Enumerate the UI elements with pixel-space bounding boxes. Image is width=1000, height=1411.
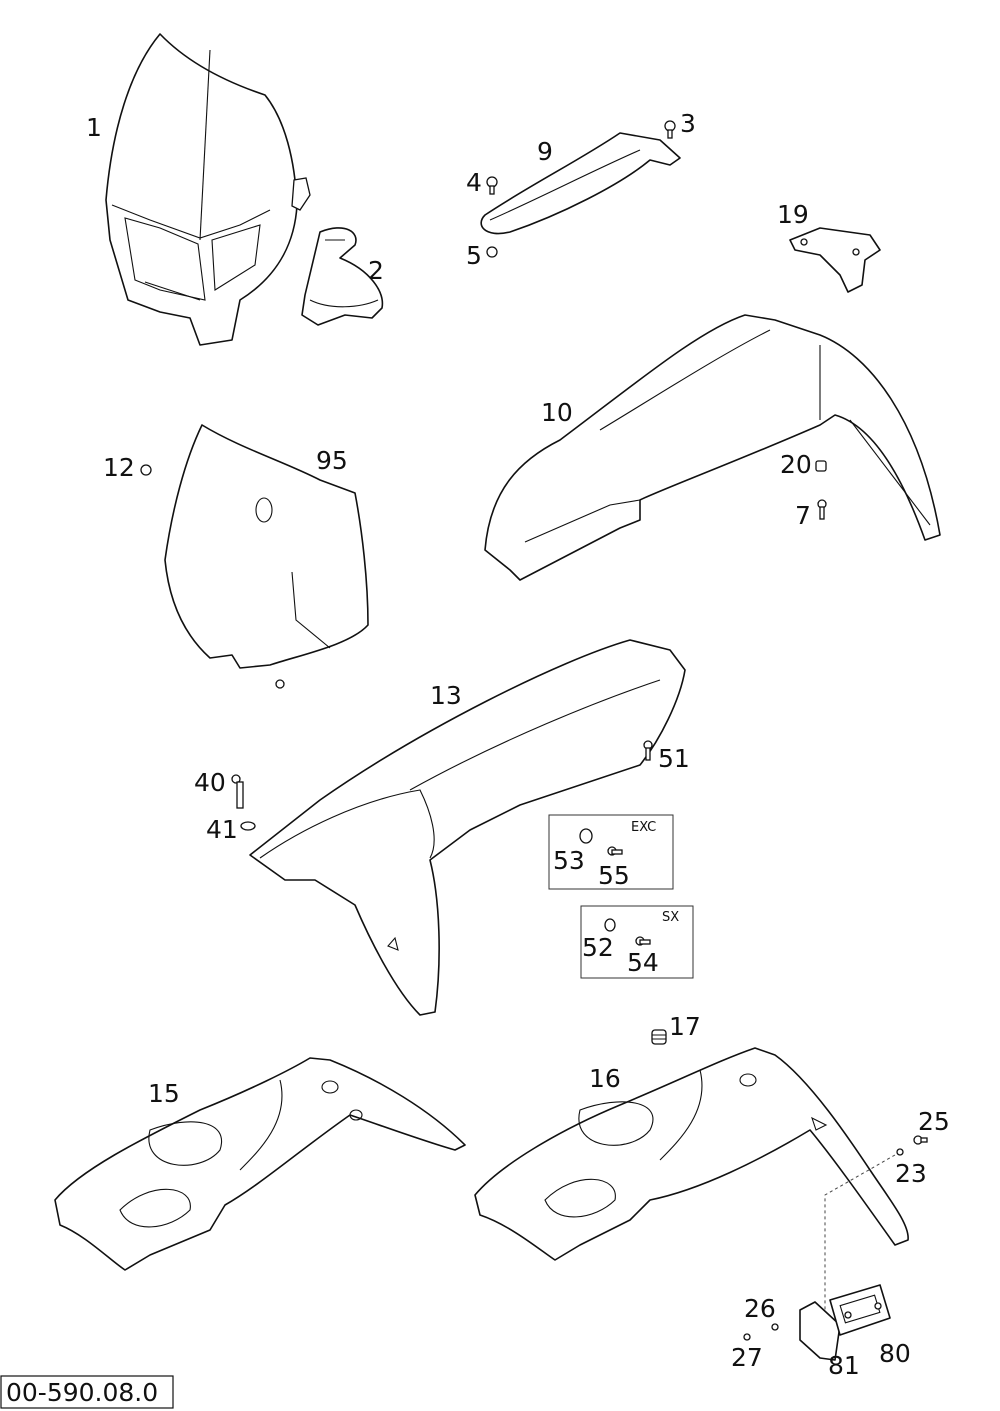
hardware-40-bolt	[231, 774, 244, 809]
callout-13: 13	[430, 681, 462, 710]
hardware-17-bushing	[651, 1029, 667, 1045]
callout-55: 55	[598, 861, 630, 890]
callout-16: 16	[589, 1064, 621, 1093]
callout-7: 7	[795, 501, 811, 530]
hardware-25-screw	[913, 1135, 928, 1145]
callout-9: 9	[537, 137, 553, 166]
variant-label-sx: SX	[662, 910, 679, 925]
hardware-7-bolt	[817, 499, 827, 520]
hardware-27-screw	[743, 1333, 751, 1341]
variant-box-sx: SX	[580, 905, 694, 979]
hardware-3-bolt	[664, 120, 676, 139]
callout-1: 1	[86, 113, 102, 142]
part-15-fender	[54, 1057, 466, 1271]
part-19-bracket	[789, 227, 881, 293]
callout-51: 51	[658, 744, 690, 773]
part-80-reflector	[829, 1284, 891, 1336]
hardware-26-washer	[771, 1323, 779, 1331]
part-95-number-plate	[164, 424, 369, 689]
callout-5: 5	[466, 241, 482, 270]
assembly-line	[824, 1154, 896, 1330]
callout-20: 20	[780, 450, 812, 479]
drawing-number-box	[0, 1375, 174, 1409]
part-10-front-fender	[484, 314, 941, 581]
variant-box-exc: EXC	[548, 814, 674, 890]
part-9-rail	[480, 132, 681, 235]
callout-3: 3	[680, 109, 696, 138]
drawing-number: 00-590.08.0	[6, 1378, 158, 1407]
hardware-5-nut	[486, 246, 498, 258]
part-1-headlight-mask	[105, 33, 311, 346]
callout-54: 54	[627, 948, 659, 977]
callout-4: 4	[466, 168, 482, 197]
part-81-plate	[799, 1301, 841, 1361]
callout-40: 40	[194, 768, 226, 797]
callout-2: 2	[368, 256, 384, 285]
callout-15: 15	[148, 1079, 180, 1108]
part-16-fender	[474, 1047, 909, 1261]
callout-41: 41	[206, 815, 238, 844]
hardware-20-nut	[815, 460, 827, 472]
callout-23: 23	[895, 1159, 927, 1188]
callout-19: 19	[777, 200, 809, 229]
callout-81: 81	[828, 1351, 860, 1380]
callout-52: 52	[582, 933, 614, 962]
callout-25: 25	[918, 1107, 950, 1136]
hardware-41-washer	[240, 821, 256, 831]
callout-95: 95	[316, 446, 348, 475]
hardware-12-screw	[140, 464, 152, 476]
callout-53: 53	[553, 846, 585, 875]
hardware-51-bolt	[643, 740, 653, 761]
callout-80: 80	[879, 1339, 911, 1368]
hardware-4-bolt	[486, 176, 498, 195]
part-2-clamp	[301, 227, 384, 326]
callout-10: 10	[541, 398, 573, 427]
hardware-23-washer	[896, 1148, 904, 1156]
part-13-rear-fender	[249, 639, 686, 1016]
callout-26: 26	[744, 1294, 776, 1323]
callout-17: 17	[669, 1012, 701, 1041]
callout-12: 12	[103, 453, 135, 482]
callout-27: 27	[731, 1343, 763, 1372]
variant-label-exc: EXC	[631, 820, 656, 835]
